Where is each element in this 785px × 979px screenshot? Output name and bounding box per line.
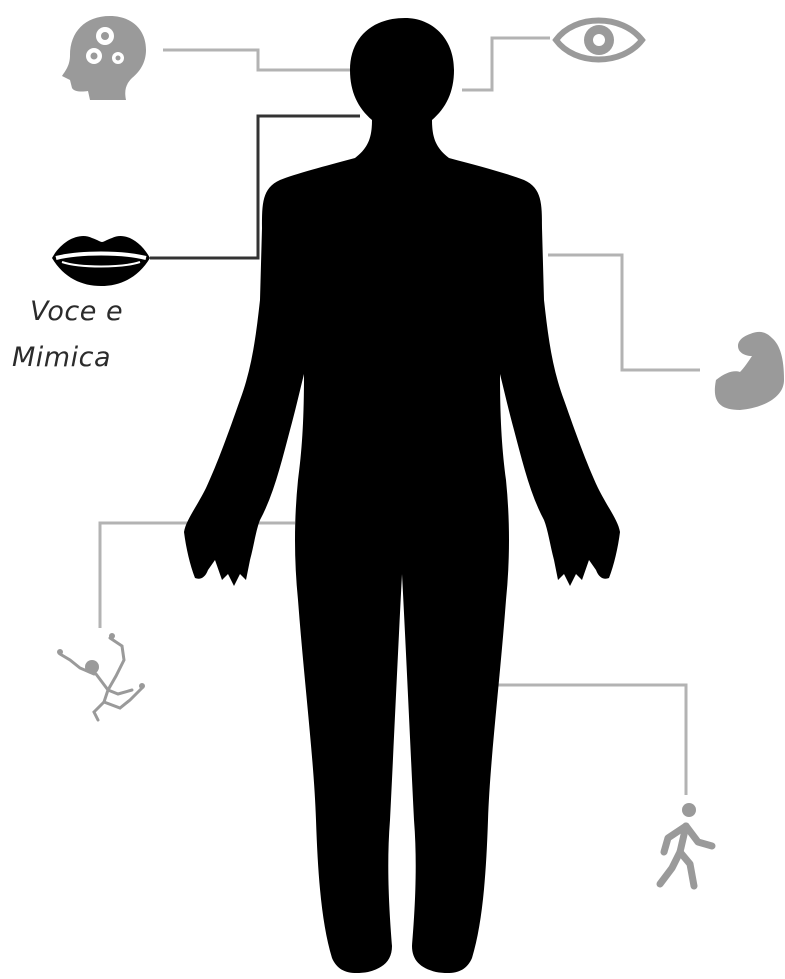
connector-head-brain [163,50,350,70]
lips-icon [52,236,150,286]
voice-label-line2: Mimica [12,338,111,378]
head-gears-icon [62,16,146,100]
connector-arm [548,255,700,370]
juggling-figure-icon [57,633,145,720]
voice-label-line1: Voce e [30,292,123,332]
flexed-arm-icon [715,332,784,410]
walking-person-icon [660,803,712,886]
eye-icon [556,21,642,60]
connector-legs [495,685,686,795]
human-silhouette [184,18,620,973]
connector-eye [462,38,550,90]
